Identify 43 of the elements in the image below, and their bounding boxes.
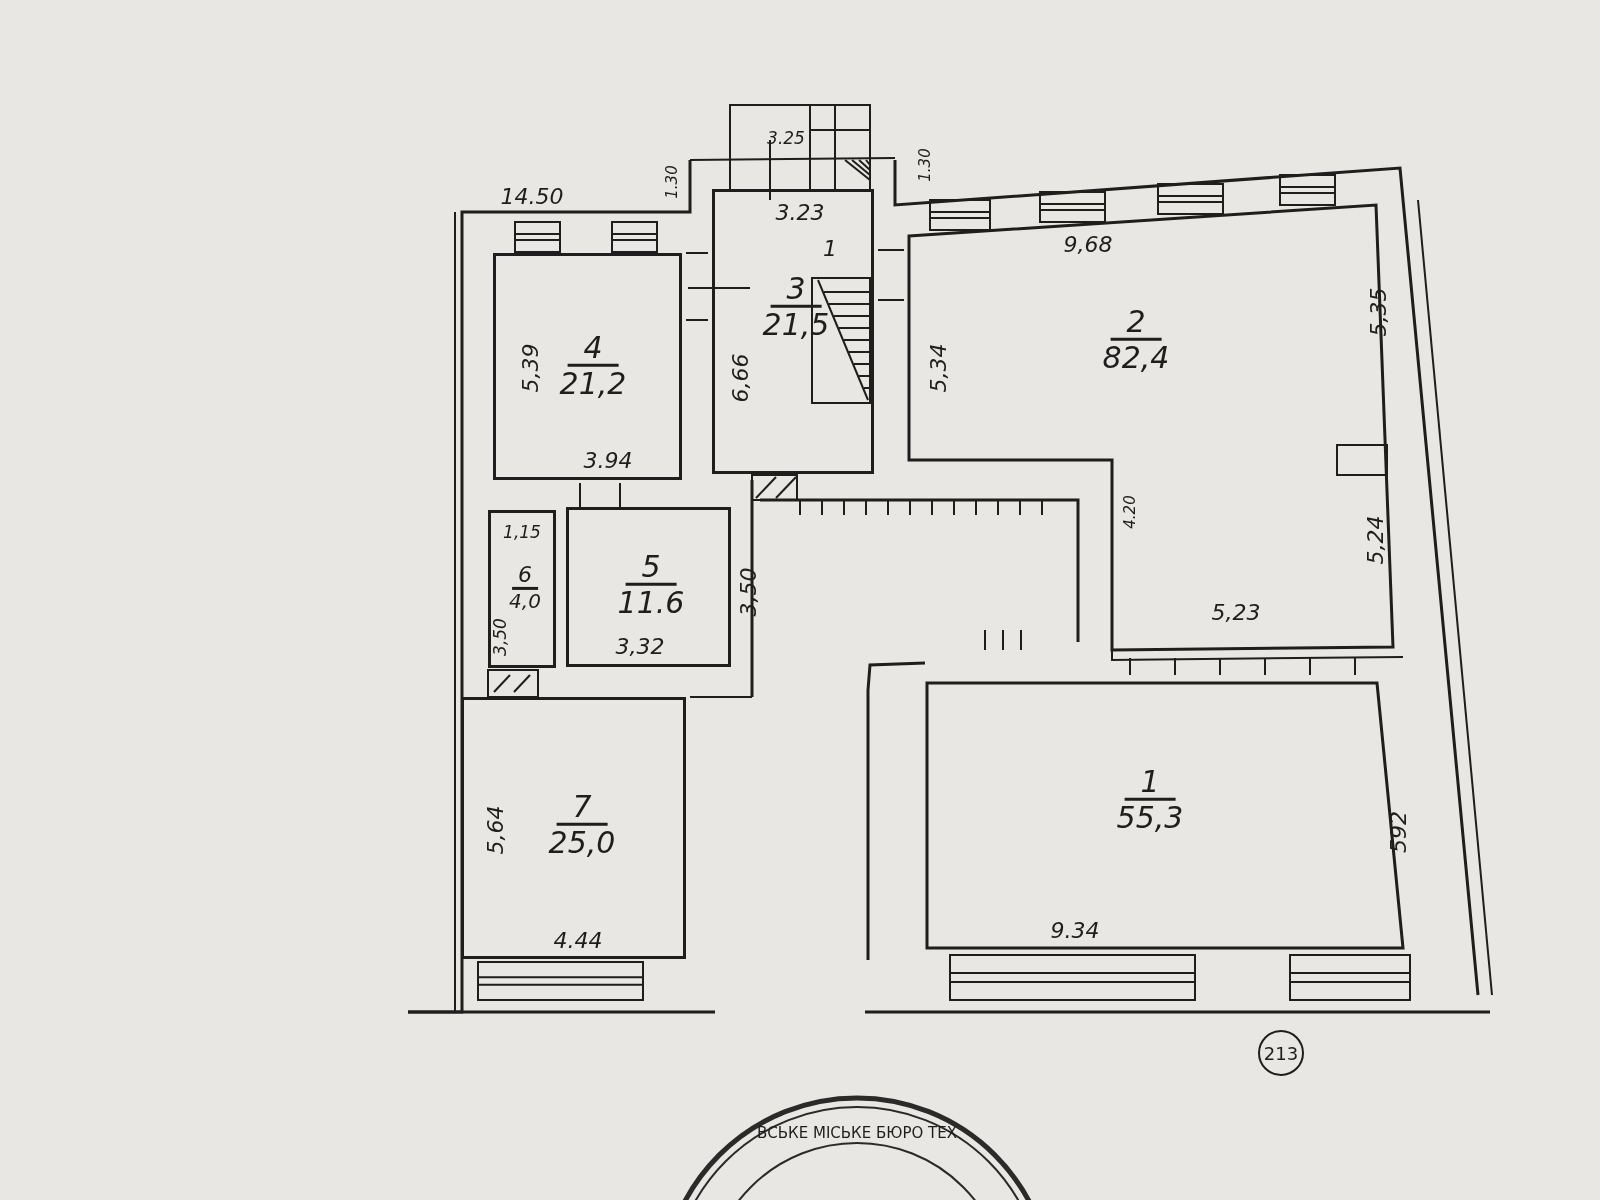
room-outline [925, 680, 1405, 952]
room-outline [493, 253, 682, 480]
sheet-number: 213 [1263, 1042, 1299, 1064]
sheet-number-circle [1258, 1030, 1304, 1076]
dimension-label: 1,15 [503, 522, 541, 542]
room-area: 55,3 [1116, 800, 1184, 836]
room-area: 21,2 [559, 366, 627, 402]
stamp-text: ВСЬКЕ МІСЬКЕ БЮРО ТЕХ [756, 1124, 958, 1142]
room-area: 82,4 [1102, 340, 1170, 376]
room-number: 7 [556, 789, 608, 826]
room-area: 4,0 [509, 590, 541, 614]
dimension-label: 3.25 [767, 128, 805, 148]
dimension-label: 5,24 [1362, 515, 1388, 565]
room-number: 6 [512, 562, 538, 591]
dimension-label: 3.94 [583, 447, 633, 473]
dimension-label: 3.23 [775, 199, 825, 225]
dimension-label: 6,66 [727, 353, 753, 403]
room-number: 3 [770, 271, 822, 308]
dimension-label: 1.30 [916, 148, 934, 182]
room-outline [712, 189, 874, 474]
dimension-label: 4.44 [553, 927, 603, 953]
room-outline [488, 510, 556, 668]
stair-mark: 1 [823, 235, 837, 261]
room-number: 5 [625, 549, 677, 586]
room-number: 1 [1124, 764, 1176, 801]
dimension-label: 3,50 [490, 618, 510, 656]
dimension-label: 1.30 [663, 165, 681, 199]
room-outline [906, 202, 1396, 652]
dimension-label: 5,64 [482, 805, 508, 855]
dimension-label: 5,23 [1211, 599, 1261, 625]
dimension-label: 14.50 [500, 183, 564, 209]
room-outline [461, 697, 686, 959]
dimension-label: 5,34 [925, 343, 951, 393]
room-number: 4 [567, 330, 619, 367]
dimension-label: 4.20 [1121, 495, 1139, 529]
room-outline [566, 507, 731, 667]
room-area: 11.6 [617, 585, 685, 621]
room-number: 2 [1110, 304, 1162, 341]
dimension-label: 9.34 [1050, 917, 1100, 943]
dimension-label: 9,68 [1063, 231, 1113, 257]
dimension-label: 5,39 [517, 343, 543, 393]
room-area: 25,0 [548, 825, 616, 861]
dimension-label: 3,32 [615, 633, 665, 659]
